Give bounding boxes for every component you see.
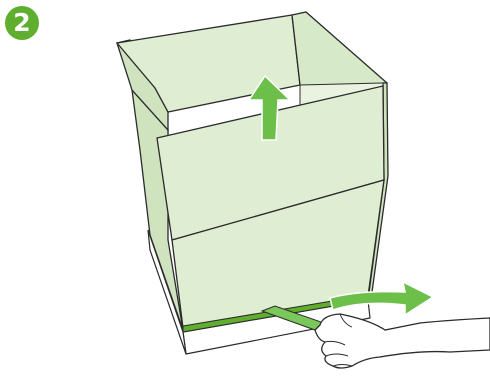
right-curved-arrow-icon [329,280,435,317]
hand-icon [314,313,490,369]
box-back-panel [115,14,301,113]
up-arrow-icon [247,74,292,141]
step-number-label: 2 [13,8,31,37]
step-number-badge: 2 [5,6,39,40]
